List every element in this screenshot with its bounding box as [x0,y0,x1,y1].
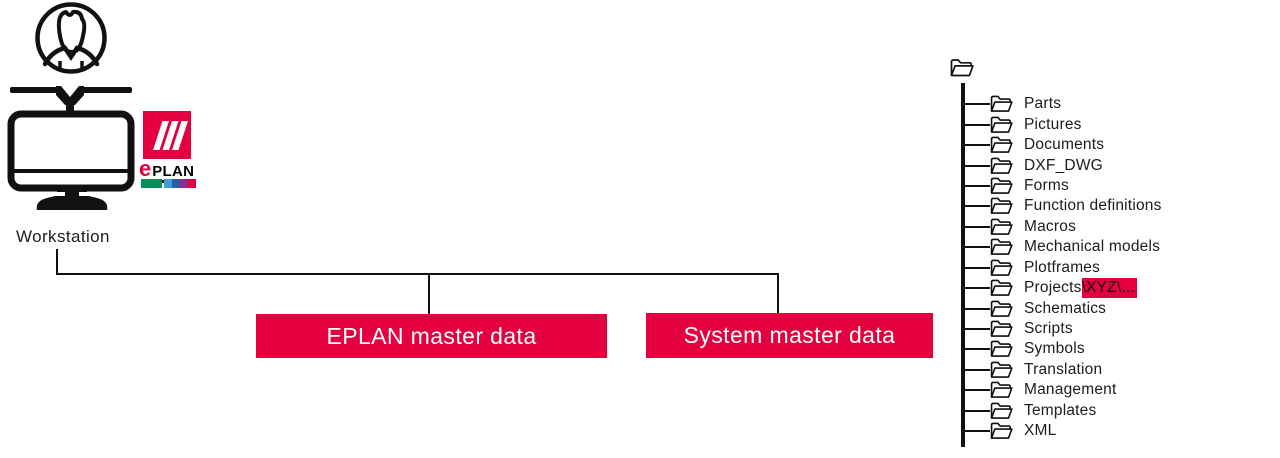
connector-eplan-box-drop [428,273,430,315]
tree-row: DXF_DWG [963,155,1162,175]
colorbar-segment [141,179,162,188]
workstation-monitor-icon [7,86,135,210]
folder-label: Templates [1024,401,1097,419]
tree-branch-line [963,328,990,331]
tree-branch-line [963,123,990,126]
tree-branch-line [963,266,990,269]
folder-label: Pictures [1024,115,1082,133]
tree-branch-line [963,307,990,310]
tree-row: Projects\XYZ\... [963,278,1162,299]
folder-label: Translation [1024,360,1103,378]
folder-icon [990,300,1013,317]
tree-branch-line [963,246,990,249]
root-folder-icon [950,59,974,77]
connector-horizontal-bus [56,273,779,275]
folder-label: Scripts [1024,320,1073,338]
tree-branch-line [963,389,990,392]
tree-row: Templates [963,401,1162,421]
folder-icon [990,218,1013,235]
colorbar-segment [188,179,196,188]
folder-icon [990,402,1013,419]
folder-icon [990,341,1013,358]
tree-row: XML [963,421,1162,441]
eplan-master-data-box: EPLAN master data [256,314,607,358]
tree-branch-line [963,103,990,106]
eplan-logo-colorbar [141,179,196,188]
folder-icon [990,95,1013,113]
folder-label: Projects [1024,279,1082,297]
system-master-data-box: System master data [646,313,933,358]
workstation-label: Workstation [16,227,110,246]
folder-label: Documents [1024,136,1105,154]
tree-branch-line [963,368,990,371]
tree-row: Macros [963,217,1162,237]
tree-row: Scripts [963,319,1162,339]
folder-label: Parts [1024,95,1062,113]
connector-system-box-drop [777,273,779,314]
folder-icon [990,422,1013,440]
folder-label: Schematics [1024,299,1107,317]
folder-tree: Parts Pictures Documents [963,94,1162,441]
folder-label: DXF_DWG [1024,156,1103,174]
folder-label: Symbols [1024,340,1085,358]
folder-label: Function definitions [1024,197,1162,215]
folder-label: XML [1024,422,1057,440]
folder-icon [990,177,1013,194]
colorbar-segment [180,179,188,188]
folder-icon [990,116,1013,133]
person-avatar-icon [35,2,107,74]
folder-icon [990,279,1013,297]
tree-row: Documents [963,135,1162,155]
tree-trunk-line [961,83,965,447]
folder-icon [990,136,1013,154]
tree-row: Management [963,380,1162,400]
eplan-wordmark-e: e [139,156,152,181]
tree-row: Pictures [963,114,1162,134]
tree-row: Mechanical models [963,237,1162,257]
tree-row: Parts [963,94,1162,114]
tree-branch-line [963,225,990,228]
folder-icon [990,259,1013,276]
folder-icon [990,198,1013,215]
folder-label: Forms [1024,176,1069,194]
tree-branch-line [963,287,990,290]
eplan-logo-slashes-icon [143,111,191,159]
folder-icon [990,157,1013,174]
colorbar-segment [172,179,180,188]
folder-icon [990,381,1013,399]
tree-row: Forms [963,176,1162,196]
tree-branch-line [963,144,990,147]
projects-path-highlight: \XYZ\... [1081,278,1137,299]
tree-row: Plotframes [963,258,1162,278]
tree-branch-line [963,164,990,167]
tree-row: Function definitions [963,196,1162,216]
tree-branch-line [963,430,990,433]
connector-workstation-drop [56,249,58,275]
tree-branch-line [963,348,990,351]
tree-row: Schematics [963,298,1162,318]
tree-branch-line [963,205,990,208]
tree-row: Translation [963,360,1162,380]
folder-icon [990,238,1013,256]
folder-label: Plotframes [1024,258,1101,276]
tree-branch-line [963,184,990,187]
folder-label: Macros [1024,217,1077,235]
colorbar-segment [164,179,172,188]
folder-icon [990,320,1013,337]
folder-label: Management [1024,381,1117,399]
tree-row: Symbols [963,339,1162,359]
folder-label: Mechanical models [1024,238,1161,256]
folder-icon [990,361,1013,378]
tree-branch-line [963,409,990,412]
